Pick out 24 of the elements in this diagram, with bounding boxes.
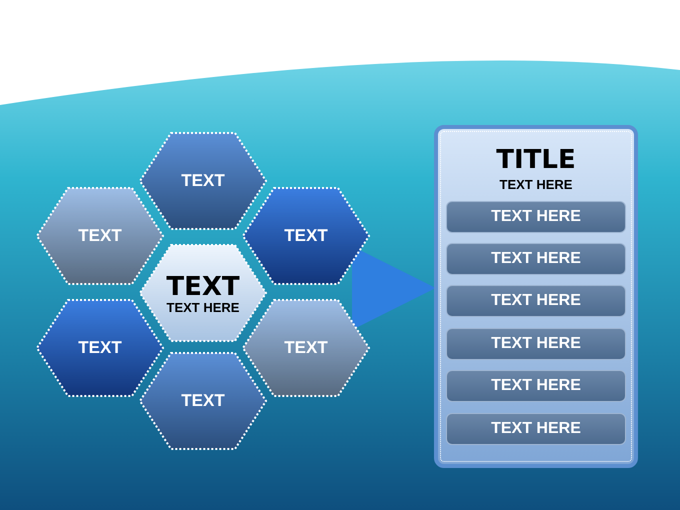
panel-subtitle: TEXT HERE xyxy=(498,177,574,192)
tile-label: TEXT xyxy=(78,338,122,358)
tile-label: TEXT xyxy=(166,272,240,302)
list-item-bar: TEXT HERE xyxy=(446,243,626,275)
list-item-bar: TEXT HERE xyxy=(446,413,626,445)
hexagon-tile xyxy=(138,351,268,451)
tile-label: TEXT xyxy=(284,338,328,358)
list-item-bar: TEXT HERE xyxy=(446,328,626,360)
tile-label: TEXT xyxy=(181,391,225,411)
list-panel xyxy=(434,125,638,468)
tile-subtitle: TEXT HERE xyxy=(166,300,240,314)
hexagon-tile xyxy=(35,298,165,398)
panel-title: TITLE xyxy=(495,145,577,175)
hexagon-tile xyxy=(241,298,371,398)
hexagon-tile xyxy=(35,186,165,286)
list-item-bar: TEXT HERE xyxy=(446,201,626,233)
list-item-bar: TEXT HERE xyxy=(446,285,626,317)
hexagon-tile xyxy=(138,243,268,343)
tile-label: TEXT xyxy=(78,226,122,246)
tile-label: TEXT xyxy=(284,226,328,246)
tile-label: TEXT xyxy=(181,171,225,191)
hexagon-tile xyxy=(241,186,371,286)
list-item-bar: TEXT HERE xyxy=(446,370,626,402)
hexagon-tile xyxy=(138,131,268,231)
